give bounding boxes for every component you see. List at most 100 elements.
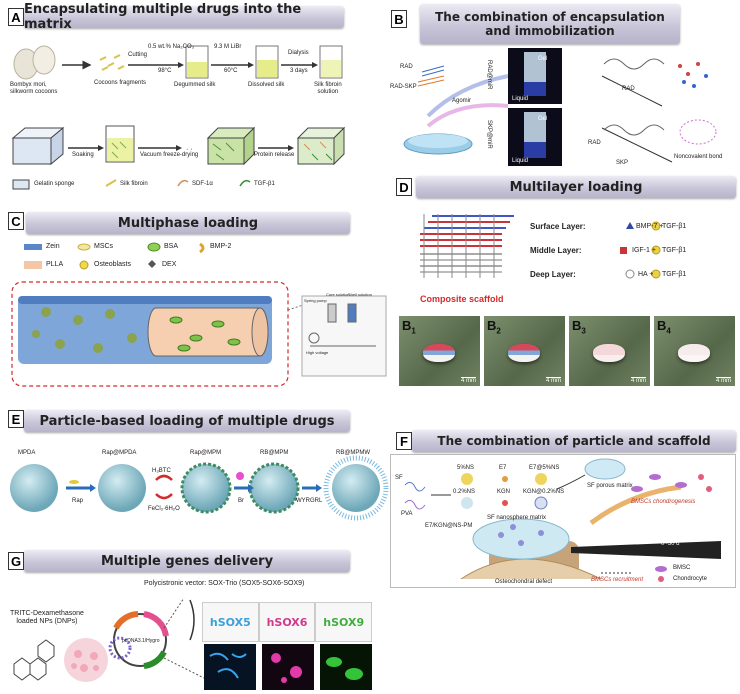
skpmir-label: SKP@miR — [486, 120, 492, 149]
panel-label-d: D — [396, 178, 412, 196]
middle-layer-formula: IGF-1 + — [632, 247, 656, 254]
sox6-label: hSOX6 — [258, 602, 316, 642]
deep-tgf: TGF-β1 — [662, 271, 687, 278]
panel-label-f: F — [396, 432, 412, 450]
sf-label: SF — [395, 475, 403, 481]
scaffold-sample — [423, 344, 455, 362]
vector-label: Polycistronic vector: SOX-Trio (SOX5-SOX… — [144, 580, 305, 587]
scaffold-photo-label: B1 — [402, 318, 416, 336]
dialysis-label: Dialysis — [288, 50, 309, 56]
scale-bar-label: 4 mm — [716, 377, 731, 384]
panel-b: RAD RAD-SKP Agomir Gel Liquid Gel Liquid… — [388, 46, 738, 170]
cutting-label: Cutting — [128, 52, 148, 58]
panel-b-title-line2: and immobilization — [485, 24, 615, 38]
legend-mscs: MSCs — [94, 243, 114, 250]
legend-zein: Zein — [46, 243, 60, 250]
legend-tgf: TGF-β1 — [254, 181, 275, 187]
d5-label: 0~5 d — [595, 541, 611, 547]
scaffold-photo-label: B3 — [572, 318, 586, 336]
ns02-label: 0.2%NS — [453, 489, 476, 495]
d30-label: 0~30 d — [661, 541, 680, 547]
scale-bar-label: 4 mm — [631, 377, 646, 384]
scaffold-photo-subscript: 4 — [666, 326, 671, 336]
dissolved-label: Dissolved silk — [248, 82, 285, 88]
scaffold-photo-subscript: 3 — [581, 326, 586, 336]
legend-osteoblasts: Osteoblasts — [94, 261, 131, 268]
panel-c: Zein MSCs BSA BMP-2 PLLA Osteoblasts DEX… — [6, 238, 390, 388]
panel-label-g: G — [8, 552, 24, 570]
scaffold-photo-1: B1 4 mm — [399, 316, 480, 386]
rap-label: Rap — [72, 498, 84, 504]
gel-label-2: Gel — [538, 116, 548, 122]
panel-f: SF PVA 5%NS E7 E7@5%NS 0.2%NS KGN KGN@0.… — [390, 454, 736, 588]
rapmpm-label: Rap@MPM — [190, 450, 222, 456]
legend-dex: DEX — [162, 261, 177, 268]
panel-b-title: The combination of encapsulation and imm… — [420, 4, 680, 44]
tritc-label: TRITC-Dexamethasone loaded NPs (DNPs) — [10, 610, 84, 625]
panel-g-drawing — [13, 597, 372, 690]
e7-label: E7 — [499, 465, 507, 471]
panel-b-title-line1: The combination of encapsulation — [435, 10, 665, 24]
panel-c-title: Multiphase loading — [26, 212, 350, 234]
h3btc-label: H₃BTC — [152, 468, 171, 474]
panel-label-b: B — [391, 10, 407, 28]
defect-label: Osteochondral defect — [495, 579, 553, 585]
days-label: 3 days — [290, 68, 308, 74]
scale-bar-label: 4 mm — [546, 377, 561, 384]
middle-tgf: TGF-β1 — [662, 247, 687, 254]
kgnns-label: KGN@0.2%NS — [523, 489, 565, 495]
svg-text:· ·: · · — [186, 146, 193, 153]
panel-e: MPDA Rap@MPDA Rap@MPM RB@MPM RB@MPMW Rap… — [6, 436, 390, 536]
nanosphere-label: SF nanosphere matrix — [487, 515, 547, 521]
scale-bar-label: 4 mm — [461, 377, 476, 384]
legend-sdf: SDF-1α — [192, 181, 213, 187]
rad-skp-label: RAD-SKP — [390, 84, 417, 90]
rbmpmw-label: RB@MPMW — [336, 450, 371, 456]
recruitment-label: BMSCs recruitment — [591, 577, 644, 583]
fecl-label: FeCl₃·6H₂O — [148, 506, 180, 512]
soaking-label: Soaking — [72, 152, 94, 158]
scaffold-photo-3: B3 4 mm — [569, 316, 650, 386]
rad-label: RAD — [400, 64, 413, 70]
shell-label: Shell solution — [348, 292, 372, 297]
skp-label: SKP — [616, 160, 629, 166]
legend-bmp2: BMP-2 — [210, 243, 232, 250]
scaffold-photo-label: B4 — [657, 318, 671, 336]
br-label: Br — [238, 498, 244, 504]
scaffold-sample — [678, 344, 710, 362]
panel-f-title: The combination of particle and scaffold — [412, 430, 736, 452]
panel-d-drawing — [420, 214, 661, 279]
porous-matrix-label: SF porous matrix — [587, 483, 633, 489]
rad-structure-label: RAD — [622, 86, 635, 92]
panel-label-e: E — [8, 410, 24, 428]
core-label: Core solution — [326, 292, 350, 297]
surface-tgf: TGF-β1 — [662, 223, 687, 230]
liquid-label-1: Liquid — [512, 96, 529, 102]
release-label: Protein release — [254, 152, 295, 158]
scaffold-photo-subscript: 1 — [411, 326, 416, 336]
spray-label: Spring pump — [304, 298, 327, 303]
rad-structure-label-2: RAD — [588, 140, 601, 146]
legend-bsa: BSA — [164, 243, 179, 250]
gel-label-1: Gel — [538, 56, 548, 62]
temp98-label: 98°C — [158, 68, 172, 74]
panel-a-title: Encapsulating multiple drugs into the ma… — [24, 2, 344, 32]
cocoon-label: Bombyx mori, silkworm cocoons — [10, 82, 58, 95]
pva-label: PVA — [401, 511, 413, 517]
radmir-label: RAD@miR — [486, 60, 492, 90]
fragments-label: Cocoons fragments — [94, 80, 147, 86]
panel-d-title: Multilayer loading — [416, 176, 736, 198]
panel-a: · · Bombyx mori, silkworm cocoons Cuttin… — [8, 30, 353, 202]
scaffold-sample — [593, 344, 625, 362]
temp60-label: 60°C — [224, 68, 238, 74]
e7ns-label: E7@5%NS — [529, 465, 560, 471]
panel-g-title: Multiple genes delivery — [24, 550, 350, 572]
legend-silk: Silk fibroin — [120, 181, 148, 187]
panel-d: Surface Layer: BMP-7 + TGF-β1 Middle Lay… — [404, 202, 736, 310]
kgn-label: KGN — [497, 489, 511, 495]
libr-label: 9.3 M LiBr — [214, 44, 242, 50]
panel-f-drawing — [404, 458, 721, 582]
surface-layer-formula: BMP-7 + — [636, 223, 664, 230]
